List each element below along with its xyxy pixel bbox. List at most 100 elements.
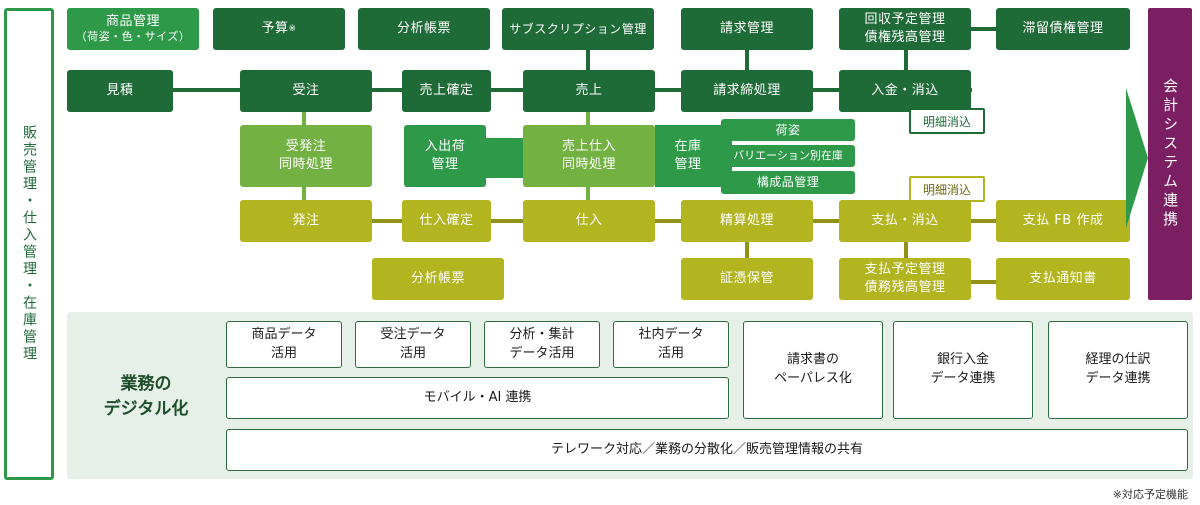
billing-close-label: 請求締処理 bbox=[713, 83, 781, 99]
pay-schedule-box: 支払予定管理 債務残高管理 bbox=[839, 258, 971, 300]
po-box: 発注 bbox=[240, 200, 372, 242]
sales-box: 売上 bbox=[523, 70, 655, 112]
detail-clear-bottom-tag: 明細消込 bbox=[909, 176, 985, 202]
purchase-label: 仕入 bbox=[575, 213, 603, 229]
settlement-box: 精算処理 bbox=[681, 200, 813, 242]
pay-schedule-line2: 債務残高管理 bbox=[864, 280, 946, 295]
subscription-label: サブスクリプション管理 bbox=[509, 21, 647, 36]
purchase-confirm-box: 仕入確定 bbox=[402, 200, 491, 242]
sales-purchase-box: 売上仕入 同時処理 bbox=[523, 125, 655, 187]
order-box: 受注 bbox=[240, 70, 372, 112]
order-proc-line1: 受発注 bbox=[285, 139, 327, 155]
billing-close-box: 請求締処理 bbox=[681, 70, 813, 112]
product-mgmt-label: 商品管理 bbox=[105, 13, 160, 29]
variation-stock-box: バリエーション別在庫 bbox=[721, 145, 855, 167]
order-label: 受注 bbox=[292, 83, 320, 99]
accounting-label: 会計システム連携 bbox=[1161, 78, 1180, 230]
analysis-data-box: 分析・集計 データ活用 bbox=[484, 321, 600, 368]
journal-box: 経理の仕訳 データ連携 bbox=[1048, 321, 1188, 419]
analysis-data-line1: 分析・集計 bbox=[509, 326, 575, 342]
bank-line1: 銀行入金 bbox=[936, 352, 989, 368]
connector-billing-close bbox=[745, 50, 749, 70]
shipping-line1: 入出荷 bbox=[424, 139, 466, 155]
product-mgmt-sub: （荷姿・色・サイズ） bbox=[75, 30, 191, 44]
sales-confirm-box: 売上確定 bbox=[402, 70, 491, 112]
analysis-data-line2: データ活用 bbox=[509, 345, 575, 361]
product-data-line2: 活用 bbox=[270, 345, 297, 361]
variation-stock-label: バリエーション別在庫 bbox=[733, 148, 843, 162]
overdue-label: 滞留債権管理 bbox=[1022, 21, 1104, 37]
connector-collection-payment bbox=[904, 50, 908, 70]
sales-purchase-line1: 売上仕入 bbox=[561, 139, 616, 155]
component-mgmt-label: 構成品管理 bbox=[756, 175, 820, 190]
payment-out-box: 支払・消込 bbox=[839, 200, 971, 242]
sidebar-label: 販売管理・仕入管理・在庫管理 bbox=[21, 125, 37, 363]
order-data-box: 受注データ 活用 bbox=[355, 321, 471, 368]
estimate-box: 見積 bbox=[67, 70, 173, 112]
connector-schedule-notice bbox=[970, 280, 998, 284]
payment-out-label: 支払・消込 bbox=[871, 213, 939, 229]
paperless-line1: 請求書の bbox=[786, 352, 839, 368]
order-proc-box: 受発注 同時処理 bbox=[240, 125, 372, 187]
pay-schedule-line1: 支払予定管理 bbox=[864, 262, 946, 278]
settlement-label: 精算処理 bbox=[719, 213, 774, 229]
collection-line2: 債権残高管理 bbox=[864, 30, 946, 45]
detail-clear-top-tag: 明細消込 bbox=[909, 108, 985, 134]
journal-line1: 経理の仕訳 bbox=[1085, 352, 1151, 368]
detail-clear-top-label: 明細消込 bbox=[922, 114, 971, 129]
internal-data-line2: 活用 bbox=[657, 345, 684, 361]
budget-mark: ※ bbox=[288, 23, 297, 34]
paperless-line2: ペーパレス化 bbox=[774, 371, 852, 386]
journal-line2: データ連携 bbox=[1085, 371, 1151, 386]
analysis-bottom-label: 分析帳票 bbox=[410, 271, 465, 287]
shipping-line2: 管理 bbox=[431, 157, 459, 172]
estimate-label: 見積 bbox=[106, 83, 134, 99]
collection-box: 回収予定管理 債権残高管理 bbox=[839, 8, 971, 50]
pay-notice-box: 支払通知書 bbox=[996, 258, 1130, 300]
purchase-confirm-label: 仕入確定 bbox=[419, 213, 474, 229]
po-label: 発注 bbox=[292, 213, 320, 229]
analysis-top-label: 分析帳票 bbox=[396, 21, 451, 37]
purchase-box: 仕入 bbox=[523, 200, 655, 242]
analysis-bottom-box: 分析帳票 bbox=[372, 258, 504, 300]
bank-line2: データ連携 bbox=[930, 371, 996, 386]
connector-collection-overdue bbox=[970, 27, 998, 31]
inventory-line2: 管理 bbox=[674, 157, 702, 172]
footnote: ※対応予定機能 bbox=[1112, 488, 1188, 501]
product-mgmt-box: 商品管理 （荷姿・色・サイズ） bbox=[67, 8, 199, 50]
order-data-line2: 活用 bbox=[399, 345, 426, 361]
connector-settlement-voucher bbox=[745, 240, 749, 260]
digitalization-title-line2: デジタル化 bbox=[103, 398, 189, 419]
shipping-box: 入出荷 管理 bbox=[404, 125, 486, 187]
telework-label: テレワーク対応／業務の分散化／販売管理情報の共有 bbox=[550, 441, 863, 457]
inventory-line1: 在庫 bbox=[674, 139, 702, 155]
sidebar-frame: 販売管理・仕入管理・在庫管理 bbox=[4, 8, 54, 480]
inventory-box: 在庫 管理 bbox=[655, 125, 721, 187]
telework-box: テレワーク対応／業務の分散化／販売管理情報の共有 bbox=[226, 429, 1188, 471]
overdue-box: 滞留債権管理 bbox=[996, 8, 1130, 50]
detail-clear-bottom-label: 明細消込 bbox=[922, 182, 971, 197]
billing-mgmt-label: 請求管理 bbox=[719, 21, 774, 37]
product-data-box: 商品データ 活用 bbox=[226, 321, 342, 368]
bank-box: 銀行入金 データ連携 bbox=[893, 321, 1033, 419]
fb-create-label: 支払 FB 作成 bbox=[1022, 213, 1104, 229]
payment-in-label: 入金・消込 bbox=[871, 83, 939, 99]
collection-line1: 回収予定管理 bbox=[864, 12, 946, 28]
budget-label: 予算 bbox=[261, 21, 289, 37]
internal-data-box: 社内データ 活用 bbox=[613, 321, 729, 368]
sales-label: 売上 bbox=[575, 83, 603, 99]
paperless-box: 請求書の ペーパレス化 bbox=[743, 321, 883, 419]
connector-payment-schedule bbox=[904, 240, 908, 260]
component-mgmt-box: 構成品管理 bbox=[721, 171, 855, 194]
sales-confirm-label: 売上確定 bbox=[419, 83, 474, 99]
packing-label: 荷姿 bbox=[775, 122, 801, 137]
digitalization-title-line1: 業務の bbox=[120, 374, 172, 394]
packing-box: 荷姿 bbox=[721, 119, 855, 141]
sales-purchase-line2: 同時処理 bbox=[561, 157, 616, 172]
product-data-line1: 商品データ bbox=[251, 326, 317, 342]
pay-notice-label: 支払通知書 bbox=[1029, 271, 1097, 287]
digitalization-title: 業務の デジタル化 bbox=[86, 372, 206, 421]
order-data-line1: 受注データ bbox=[380, 326, 446, 342]
internal-data-line1: 社内データ bbox=[638, 326, 704, 342]
order-proc-line2: 同時処理 bbox=[278, 157, 333, 172]
